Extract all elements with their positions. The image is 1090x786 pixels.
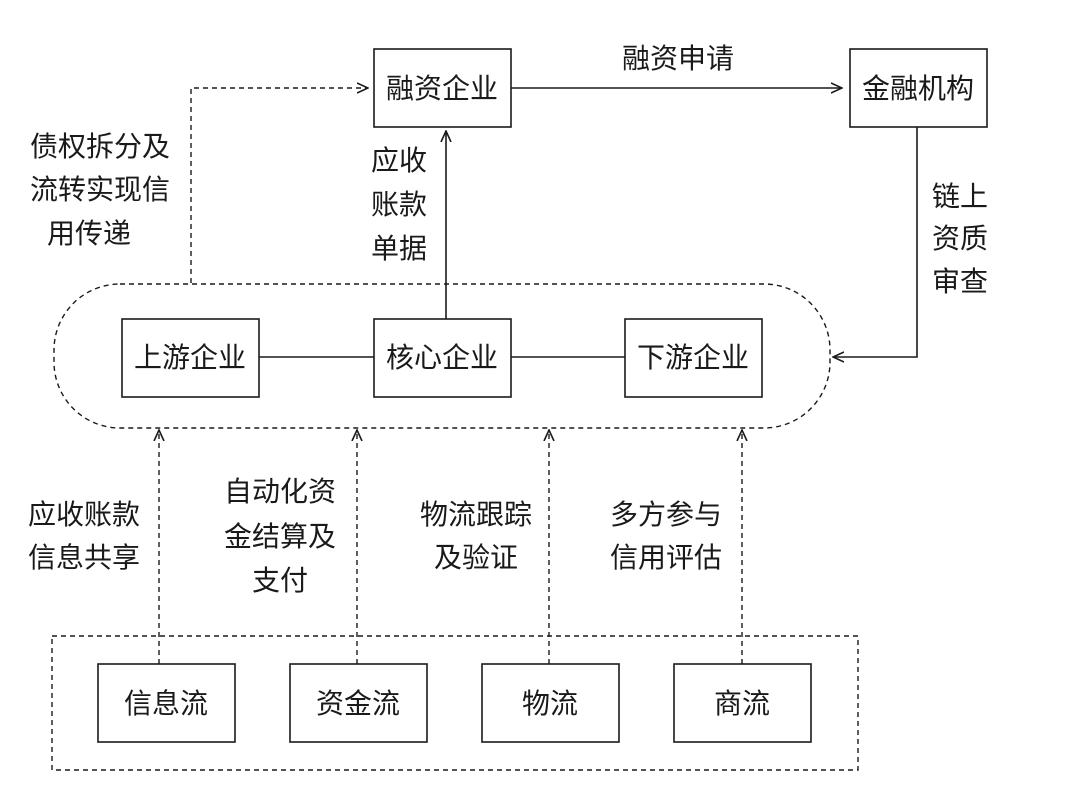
receivables-document-label: 应收 账款 单据 <box>371 144 427 265</box>
financing-enterprise-node: 融资企业 <box>373 48 512 128</box>
credit-assessment-line: 信用评估 <box>610 541 722 574</box>
logistics-node: 物流 <box>481 663 620 743</box>
core-enterprise-label: 核心企业 <box>386 341 498 374</box>
receivables-document-line: 账款 <box>371 188 427 221</box>
info-sharing-line: 应收账款 <box>28 498 140 531</box>
downstream-enterprise-label: 下游企业 <box>637 341 749 374</box>
logistics-tracking-line: 物流跟踪 <box>420 498 532 531</box>
commercial-flow-node: 商流 <box>673 663 812 743</box>
flow-group <box>51 635 859 771</box>
chain-review-arrow <box>833 127 918 357</box>
receivables-document-line: 应收 <box>371 144 427 177</box>
downstream-enterprise-node: 下游企业 <box>624 318 763 398</box>
information-flow-node: 信息流 <box>97 663 236 743</box>
financial-institution-label: 金融机构 <box>862 72 974 105</box>
logistics-label: 物流 <box>522 687 578 720</box>
chain-review-line: 链上 <box>932 180 988 213</box>
chain-review-line: 资质 <box>932 222 988 255</box>
logistics-tracking-label: 物流跟踪 及验证 <box>420 498 532 574</box>
commercial-flow-label: 商流 <box>714 687 770 720</box>
information-flow-label: 信息流 <box>124 687 208 720</box>
capital-flow-label: 资金流 <box>316 687 400 720</box>
credit-assessment-line: 多方参与 <box>610 498 722 531</box>
info-sharing-line: 信息共享 <box>28 541 140 574</box>
debt-transfer-line: 流转实现信 <box>30 173 170 206</box>
financing-application-label: 融资申请 <box>622 42 734 75</box>
debt-transfer-line: 债权拆分及 <box>30 130 170 163</box>
financing-enterprise-label: 融资企业 <box>386 72 498 105</box>
info-sharing-label: 应收账款 信息共享 <box>28 498 140 574</box>
core-enterprise-node: 核心企业 <box>373 318 512 398</box>
debt-transfer-arrow <box>190 88 368 283</box>
capital-flow-node: 资金流 <box>289 663 428 743</box>
settlement-payment-line: 支付 <box>252 564 308 597</box>
upstream-enterprise-node: 上游企业 <box>121 318 260 398</box>
financial-institution-node: 金融机构 <box>849 48 988 128</box>
settlement-payment-line: 金结算及 <box>224 520 336 553</box>
debt-transfer-line: 用传递 <box>47 217 131 250</box>
settlement-payment-label: 自动化资 金结算及 支付 <box>224 475 336 597</box>
upstream-enterprise-label: 上游企业 <box>134 341 246 374</box>
settlement-payment-line: 自动化资 <box>224 475 336 508</box>
chain-review-label: 链上 资质 审查 <box>932 180 988 298</box>
receivables-document-line: 单据 <box>371 232 427 265</box>
chain-review-line: 审查 <box>932 265 988 298</box>
logistics-tracking-line: 及验证 <box>434 541 518 574</box>
debt-transfer-label: 债权拆分及 流转实现信 用传递 <box>30 130 170 250</box>
credit-assessment-label: 多方参与 信用评估 <box>610 498 722 574</box>
